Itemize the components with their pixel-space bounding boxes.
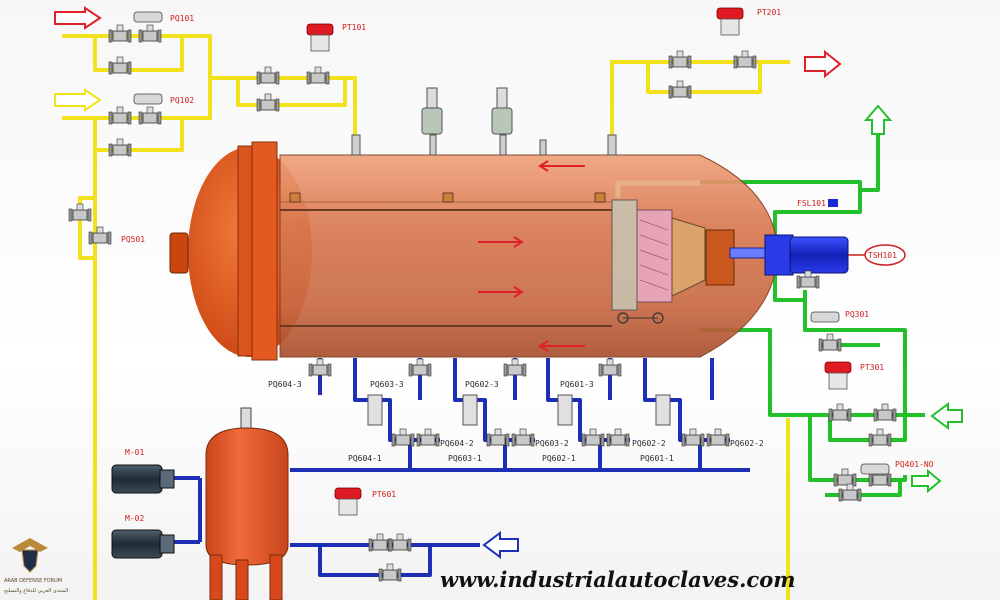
vessel-top-nozzles <box>351 87 617 156</box>
label-pq603-3: PQ603-3 <box>370 380 404 389</box>
label-pq603-1: PQ603-1 <box>448 454 482 463</box>
label-pt101: PT101 <box>342 23 366 32</box>
label-pq602-2-right: PQ602-2 <box>730 439 764 448</box>
outlet-arrow-red <box>804 49 842 79</box>
blue-line-valves <box>308 358 730 582</box>
outlet-arrow-green-up <box>863 104 893 135</box>
label-pq604-2: PQ604-2 <box>440 439 474 448</box>
autoclave-vessel <box>169 141 779 361</box>
label-fsl101: FSL101 <box>797 199 826 208</box>
label-pq501: PQ501 <box>121 235 145 244</box>
label-pq101: PQ101 <box>170 14 194 23</box>
logo-text-ar: المنتدى العربي للدفاع والتسليح <box>4 588 68 594</box>
inlet-arrow-red <box>54 6 102 30</box>
outlet-arrow-green <box>911 468 942 494</box>
circulation-fan-motor <box>729 199 849 276</box>
label-pq604-3: PQ604-3 <box>268 380 302 389</box>
flow-arrows-internal <box>478 160 585 352</box>
inlet-arrow-yellow <box>54 88 102 112</box>
label-pq602-3: PQ602-3 <box>465 380 499 389</box>
label-pq601-1: PQ601-1 <box>640 454 674 463</box>
inlet-arrow-green <box>930 402 963 430</box>
label-pq602-2: PQ602-2 <box>632 439 666 448</box>
label-pq604-1: PQ604-1 <box>348 454 382 463</box>
pressure-tank <box>205 407 289 600</box>
label-pt601: PT601 <box>372 490 396 499</box>
pump-m02 <box>111 529 175 559</box>
label-pq102: PQ102 <box>170 96 194 105</box>
logo-text-en: ARAB DEFENSE FORUM <box>4 578 62 584</box>
label-pt301: PT301 <box>860 363 884 372</box>
label-motor-m02: M-02 <box>125 514 144 523</box>
label-pq601-3: PQ601-3 <box>560 380 594 389</box>
arab-defense-forum-logo: ARAB DEFENSE FORUM المنتدى العربي للدفاع… <box>4 538 68 594</box>
label-pt201: PT201 <box>757 8 781 17</box>
label-pq401-no: PQ401-NO <box>895 460 934 469</box>
label-tsh101: TSH101 <box>868 251 897 260</box>
inlet-arrow-blue <box>482 531 519 559</box>
tsh101-indicator <box>848 244 906 266</box>
label-pq301: PQ301 <box>845 310 869 319</box>
website-watermark: www.industrialautoclaves.com <box>440 567 795 592</box>
label-motor-m01: M-01 <box>125 448 144 457</box>
pump-m01 <box>111 464 175 494</box>
label-pq603-2: PQ603-2 <box>535 439 569 448</box>
label-pq602-1: PQ602-1 <box>542 454 576 463</box>
